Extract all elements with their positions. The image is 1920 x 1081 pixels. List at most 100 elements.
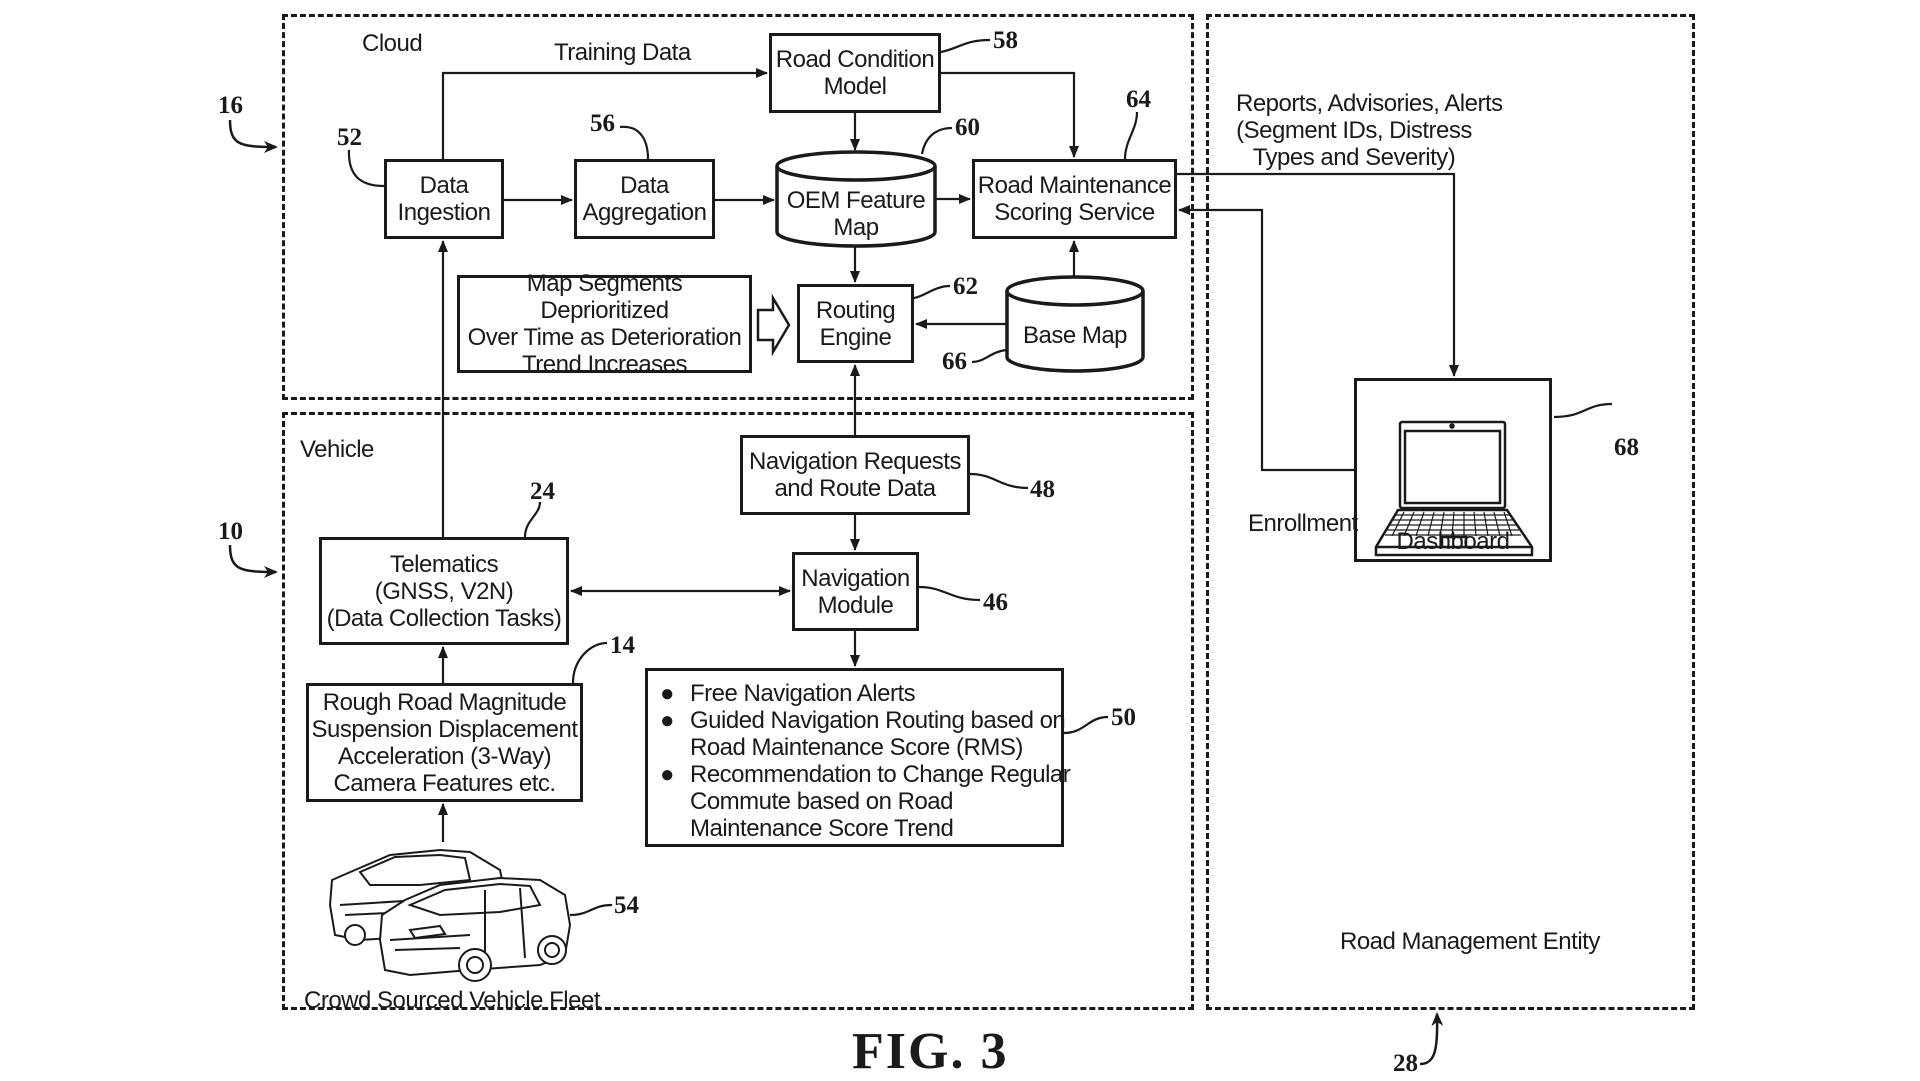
road-condition-model-node: Road Condition Model — [769, 33, 941, 113]
bullet-icon: ● — [660, 761, 675, 788]
node-text: Engine — [819, 323, 892, 351]
ref-arrow-16 — [228, 119, 278, 153]
ref-64: 64 — [1126, 86, 1151, 113]
ref-60: 60 — [955, 114, 980, 141]
dashboard-label: Dashboard — [1396, 528, 1510, 555]
node-text: Data — [419, 172, 469, 199]
list-item-text: Road Maintenance Score (RMS) — [690, 734, 1023, 761]
leader-60 — [920, 126, 953, 155]
vehicle-fleet-label: Crowd Sourced Vehicle Fleet — [304, 987, 601, 1014]
node-text: Acceleration (3-Way) — [337, 742, 552, 770]
node-text: Model — [823, 73, 887, 100]
ref-54: 54 — [614, 892, 639, 919]
leader-66 — [971, 348, 1007, 364]
leader-62 — [913, 284, 951, 300]
ref-68: 68 — [1614, 434, 1639, 461]
figure-caption: FIG. 3 — [852, 1023, 1009, 1080]
data-ingestion-node: Data Ingestion — [384, 159, 504, 239]
leader-46 — [918, 585, 981, 602]
ref-28: 28 — [1393, 1050, 1418, 1077]
vehicle-region — [282, 412, 1194, 1010]
ref-arrow-28 — [1419, 1012, 1444, 1066]
enrollment-label: Enrollment — [1248, 510, 1358, 537]
reports-label-line: Types and Severity) — [1252, 144, 1456, 171]
node-text: Base Map — [1022, 322, 1128, 349]
edge-rcm-rmss — [941, 71, 1079, 158]
bullet-icon: ● — [660, 707, 675, 734]
edge-enrollment — [1178, 205, 1354, 472]
node-text: Over Time as Deterioration — [467, 324, 742, 351]
node-text: Routing — [815, 296, 896, 324]
node-text: Suspension Displacement — [311, 715, 579, 743]
node-text: Road Condition — [775, 46, 935, 73]
navigation-requests-node: Navigation Requests and Route Data — [740, 435, 970, 515]
list-item-text: Free Navigation Alerts — [690, 680, 916, 707]
base-map-cylinder — [1005, 275, 1145, 373]
list-item-text: Recommendation to Change Regular — [690, 761, 1071, 788]
oem-feature-map-node: OEM Feature Map — [777, 187, 935, 241]
data-aggregation-node: Data Aggregation — [574, 159, 715, 239]
navigation-outputs-list: ● Free Navigation Alerts ● Guided Naviga… — [654, 680, 1071, 842]
leader-58 — [940, 38, 991, 54]
reports-label-line: (Segment IDs, Distress — [1236, 117, 1472, 144]
ref-48: 48 — [1030, 476, 1055, 503]
node-text: Rough Road Magnitude — [322, 688, 567, 716]
leader-24 — [523, 501, 542, 538]
training-data-label: Training Data — [554, 39, 691, 66]
node-text: Data — [620, 172, 669, 199]
ref-52: 52 — [337, 124, 362, 151]
ref-50: 50 — [1111, 704, 1136, 731]
telematics-node: Telematics (GNSS, V2N) (Data Collection … — [319, 537, 569, 645]
oem-feature-map-cylinder — [775, 150, 937, 248]
road-management-region — [1206, 14, 1695, 1010]
node-text: Map — [833, 214, 879, 241]
navigation-module-node: Navigation Module — [792, 552, 919, 631]
ref-46: 46 — [983, 589, 1008, 616]
reports-label: Reports, Advisories, Alerts (Segment IDs… — [1236, 90, 1503, 171]
ref-58: 58 — [993, 27, 1018, 54]
rough-road-node: Rough Road Magnitude Suspension Displace… — [306, 683, 583, 802]
list-item: ● Guided Navigation Routing based on Roa… — [654, 707, 1070, 761]
reports-label-line: Reports, Advisories, Alerts — [1236, 90, 1503, 117]
leader-52 — [347, 149, 385, 188]
edge-training-data — [441, 68, 768, 159]
ref-62: 62 — [953, 273, 978, 300]
routing-engine-node: Routing Engine — [797, 284, 914, 363]
leader-68 — [1553, 402, 1613, 419]
node-text: (Data Collection Tasks) — [326, 604, 562, 632]
node-text: Ingestion — [397, 199, 491, 226]
leader-54 — [569, 903, 613, 917]
cloud-region — [282, 14, 1194, 400]
hollow-arrow-icon — [756, 293, 791, 357]
node-text: Camera Features etc. — [333, 769, 556, 797]
navigation-outputs-node — [645, 668, 1064, 847]
node-text: Module — [817, 591, 894, 619]
node-text: Telematics — [389, 550, 499, 578]
bullet-icon: ● — [660, 680, 675, 707]
node-text: Aggregation — [582, 199, 707, 226]
laptop-icon — [1374, 420, 1534, 557]
node-text: Navigation Requests — [749, 448, 961, 475]
list-item-text: Guided Navigation Routing based on — [690, 707, 1066, 734]
ref-66: 66 — [942, 348, 967, 375]
list-item-text: Commute based on Road — [690, 788, 954, 815]
node-text: (GNSS, V2N) — [374, 577, 514, 605]
ref-arrow-10 — [228, 544, 278, 578]
node-text: OEM Feature — [786, 187, 926, 214]
edge-rmss-dashboard — [1177, 172, 1459, 377]
ref-10: 10 — [218, 518, 243, 545]
node-text: Map Segments Deprioritized — [526, 270, 683, 324]
cloud-region-label: Cloud — [362, 30, 423, 57]
leader-14 — [571, 641, 608, 684]
road-maintenance-scoring-node: Road Maintenance Scoring Service — [972, 159, 1177, 239]
leader-64 — [1123, 111, 1139, 160]
base-map-node: Base Map — [1007, 322, 1143, 349]
leader-56 — [619, 125, 650, 160]
car-fleet-icon — [328, 848, 572, 982]
node-text: Navigation — [801, 564, 910, 592]
leader-48 — [969, 472, 1029, 490]
ref-56: 56 — [590, 110, 615, 137]
node-text: Road Maintenance — [977, 172, 1172, 199]
